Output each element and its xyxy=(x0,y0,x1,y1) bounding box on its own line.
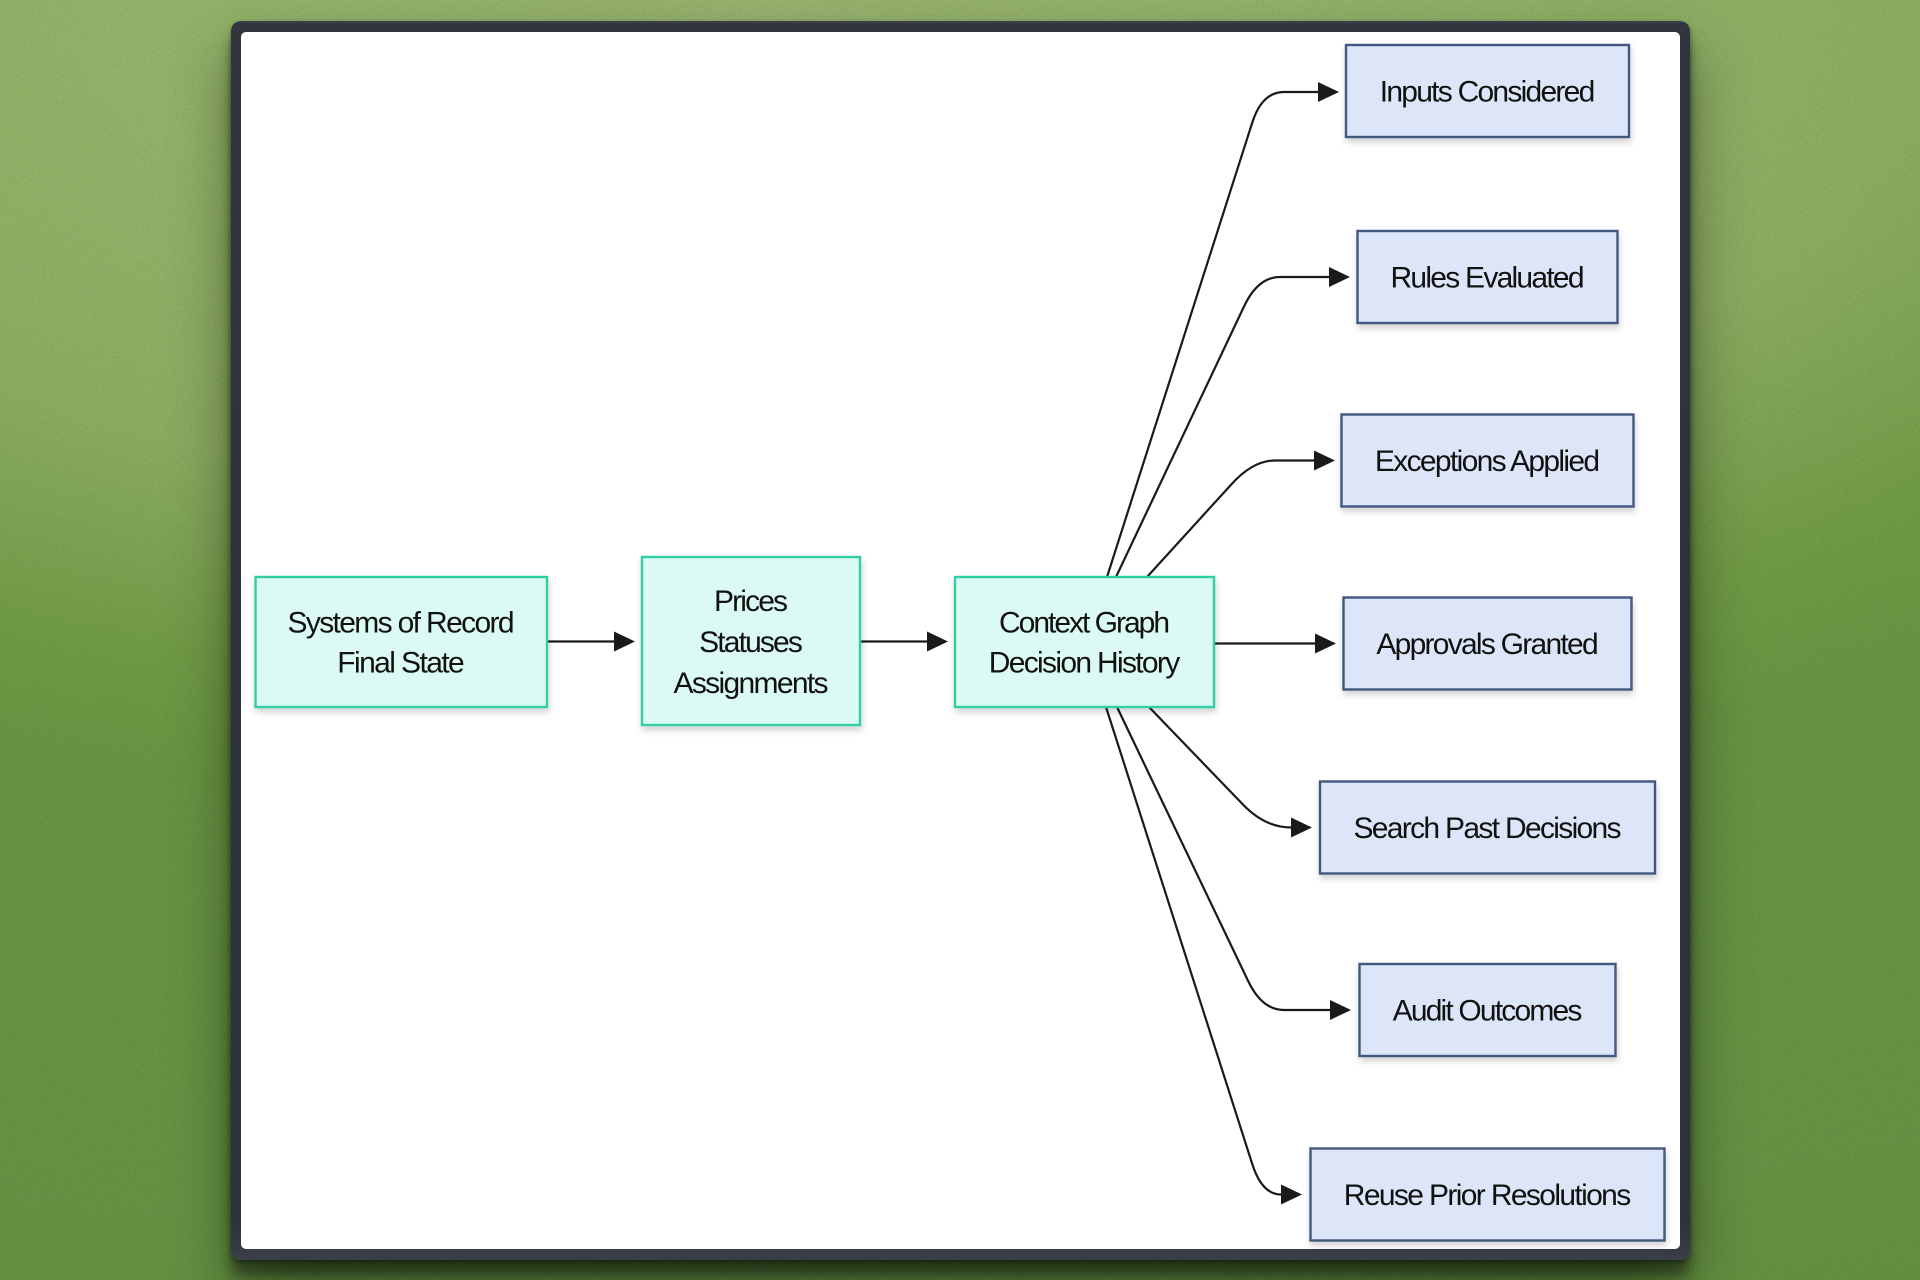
svg-text:Systems of Record: Systems of Record xyxy=(288,607,515,640)
svg-text:Assignments: Assignments xyxy=(674,667,829,700)
svg-text:Final State: Final State xyxy=(337,647,464,680)
svg-text:Prices: Prices xyxy=(714,585,788,618)
svg-text:Reuse Prior Resolutions: Reuse Prior Resolutions xyxy=(1344,1179,1631,1212)
svg-text:Approvals Granted: Approvals Granted xyxy=(1376,628,1598,661)
svg-text:Exceptions Applied: Exceptions Applied xyxy=(1375,445,1600,478)
svg-text:Search Past Decisions: Search Past Decisions xyxy=(1353,812,1621,845)
svg-text:Audit Outcomes: Audit Outcomes xyxy=(1393,995,1583,1028)
svg-text:Context Graph: Context Graph xyxy=(999,607,1170,640)
svg-text:Rules Evaluated: Rules Evaluated xyxy=(1390,262,1584,295)
svg-text:Statuses: Statuses xyxy=(699,626,803,659)
svg-text:Decision History: Decision History xyxy=(989,647,1181,680)
svg-text:Inputs Considered: Inputs Considered xyxy=(1380,76,1596,109)
